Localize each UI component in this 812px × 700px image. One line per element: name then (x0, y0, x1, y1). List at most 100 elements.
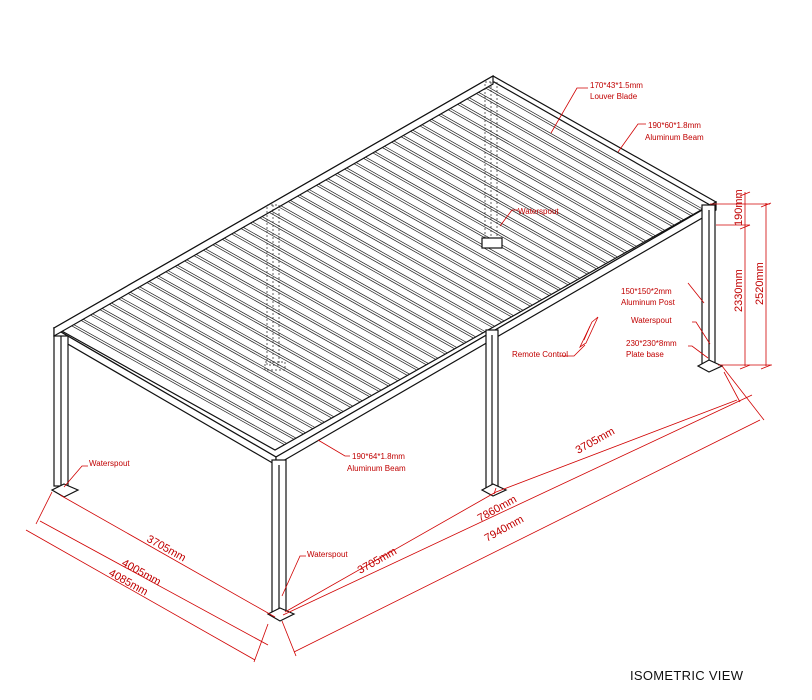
louver-blade-line (191, 254, 408, 376)
post-size: 150*150*2mm (621, 287, 672, 296)
louver-blade-line (154, 275, 370, 398)
louver-blades (69, 85, 703, 445)
plate-size: 230*230*8mm (626, 339, 677, 348)
louver-blade-line (399, 135, 616, 259)
louver-blade-line (210, 243, 427, 366)
louver-blade-line (182, 259, 399, 382)
louver-blade-line (279, 204, 495, 327)
louver-blade-line (175, 263, 391, 386)
louver-blade-line (408, 130, 626, 254)
dim-left-bay: 3705mm (145, 533, 188, 564)
louver-blade-line (135, 286, 351, 408)
louver-blade-line (333, 173, 550, 296)
louver-blade-line (248, 221, 465, 344)
louver-blade-line (231, 231, 448, 354)
waterspout-front-label: Waterspout (307, 550, 348, 559)
louver-blade-line (146, 279, 363, 402)
louver-blade-line (295, 194, 512, 318)
leader-lines (63, 87, 711, 597)
louver-blade-line (411, 129, 628, 253)
louver-blade-line (116, 297, 332, 419)
louver-blade-line (276, 205, 493, 328)
louver-blade-line (314, 184, 531, 307)
dim-total-height: 2520mm (754, 262, 766, 305)
louver-blade-line (250, 220, 467, 343)
louver-blade-line (326, 177, 543, 300)
louver-blade-line (363, 155, 580, 279)
louver-blade-line (297, 193, 514, 316)
louver-blade-line (78, 318, 295, 440)
top-beam-label: Aluminum Beam (645, 133, 704, 142)
louver-blade-line (156, 274, 372, 396)
louver-blade-line (467, 96, 685, 221)
louver-blade-line (288, 199, 505, 322)
louver-blade-line (137, 285, 354, 407)
louver-blade-line (373, 150, 590, 274)
louver-blade-line (456, 103, 673, 227)
louver-blade-line (163, 270, 380, 392)
louver-blade-label: Louver Blade (590, 92, 638, 101)
posts (53, 204, 716, 616)
louver-blade-line (165, 269, 382, 391)
louver-blade-line (241, 226, 458, 348)
louver-blade-line (173, 264, 389, 387)
louver-blade-line (194, 253, 410, 375)
louver-blade-line (184, 258, 401, 380)
louver-blade-line (439, 112, 656, 237)
louver-blade-line (269, 209, 486, 332)
louver-blade-line (69, 324, 285, 445)
louver-blade-line (257, 216, 474, 339)
view-title: ISOMETRIC VIEW (630, 668, 744, 683)
louver-blade-line (203, 247, 420, 370)
louver-blade-line (477, 91, 694, 215)
remote-control-icon (579, 316, 599, 349)
louver-blade-line (380, 146, 597, 270)
louver-blade-line (90, 312, 306, 434)
louver-blade-line (352, 162, 569, 286)
louver-blade-line (229, 232, 446, 355)
front-beam-size: 190*64*1.8mm (352, 452, 405, 461)
louver-blade-line (307, 188, 524, 311)
louver-blade-line (144, 281, 361, 403)
louver-blade-line (429, 118, 647, 242)
louver-blade-line (118, 296, 335, 418)
louver-blade-line (267, 211, 484, 334)
plate-label: Plate base (626, 350, 664, 359)
dim-post-height: 2330mm (733, 269, 745, 312)
louver-blade-line (392, 139, 609, 263)
louver-blade-line (484, 87, 701, 211)
louver-blade-line (220, 238, 436, 360)
louver-blade-line (260, 215, 476, 338)
louver-blade-line (88, 313, 304, 435)
louver-blade-line (342, 167, 559, 291)
louver-blade-line (486, 85, 703, 210)
louver-blade-line (222, 236, 439, 359)
dimension-lines (25, 191, 772, 663)
louver-blade-line (239, 227, 455, 350)
louver-blade-line (99, 306, 316, 428)
rear-posts-hidden (264, 81, 503, 371)
louver-blade-line (125, 291, 342, 414)
remote-control-label: Remote Control (512, 350, 568, 359)
waterspout-left-label: Waterspout (89, 459, 130, 468)
dim-right-bay: 3705mm (574, 425, 617, 456)
louver-blade-line (371, 151, 588, 275)
louver-blade-line (324, 178, 540, 302)
dim-front-bay: 3705mm (356, 545, 399, 576)
louver-blade-line (212, 242, 429, 364)
louver-blade-line (361, 157, 578, 280)
louver-blade-line (286, 200, 503, 323)
louver-blade-line (474, 92, 692, 216)
louver-blade-line (128, 290, 344, 412)
louver-blade-line (80, 317, 297, 439)
louver-blade-line (446, 108, 663, 232)
louver-blade-line (427, 119, 644, 243)
louver-blade-line (465, 97, 682, 222)
top-beam-size: 190*60*1.8mm (648, 121, 701, 130)
louver-blade-line (109, 301, 325, 423)
louver-blade-line (97, 308, 313, 430)
louver-blade-line (401, 134, 618, 258)
waterspout-center-label: Waterspout (518, 207, 559, 216)
louver-blade-line (107, 302, 323, 424)
